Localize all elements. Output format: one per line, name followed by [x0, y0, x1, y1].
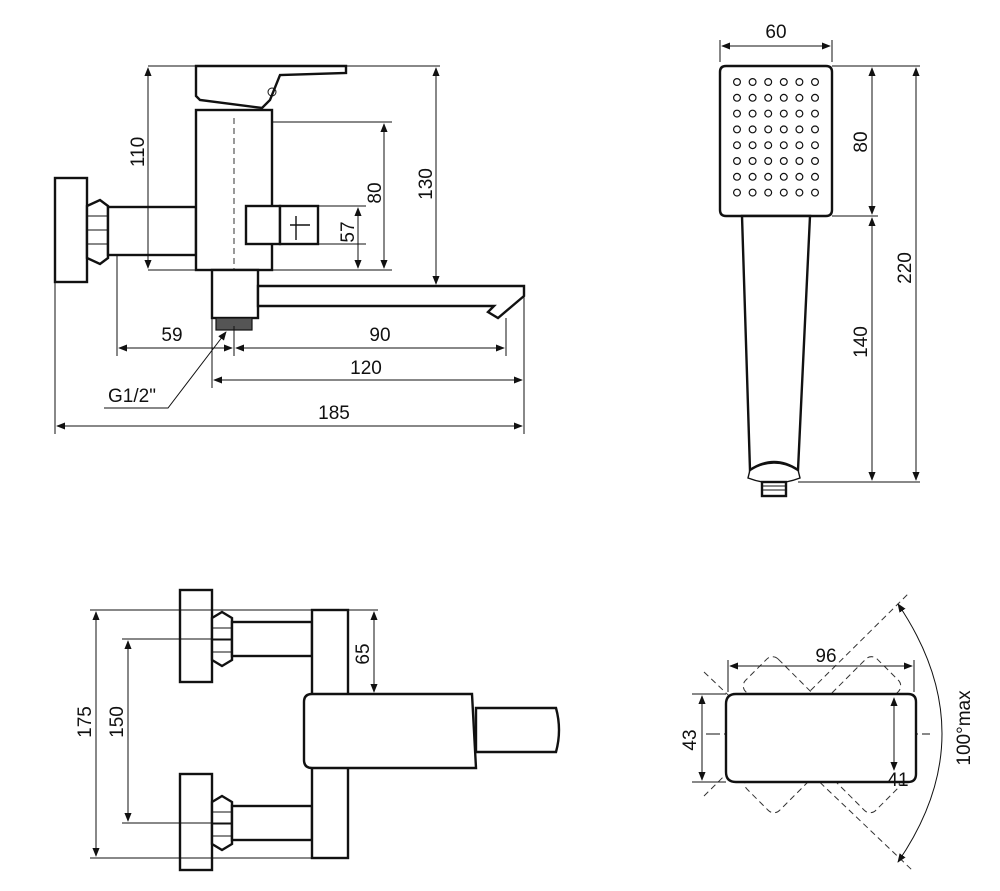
- dim-150: 150: [107, 706, 128, 738]
- nozzle: [795, 157, 804, 166]
- side-view: 110 80 57 130 59 90 120 185 G1/2": [53, 64, 526, 434]
- thread-label: G1/2": [108, 386, 156, 407]
- nozzle: [779, 125, 788, 134]
- top-spout: [474, 706, 561, 754]
- dim-120: 120: [350, 358, 382, 379]
- top-handle: [302, 692, 478, 770]
- connection-nut: [85, 198, 110, 266]
- dim-130: 130: [416, 168, 437, 200]
- nozzle: [732, 109, 741, 118]
- diverter-knob: [244, 204, 282, 246]
- nozzle: [732, 93, 741, 102]
- nozzle: [748, 125, 757, 134]
- dim-80-head: 80: [851, 131, 872, 152]
- dim-110: 110: [128, 137, 149, 167]
- nozzle: [779, 93, 788, 102]
- nozzle: [810, 77, 819, 86]
- nozzle: [764, 141, 773, 150]
- nozzle: [732, 77, 741, 86]
- eccentric-pipe: [106, 205, 198, 257]
- nozzle: [779, 157, 788, 166]
- nozzle: [764, 77, 773, 86]
- handle-rotation-view: 96 43 41 100°max: [680, 593, 975, 871]
- nozzle: [748, 188, 757, 197]
- dim-185: 185: [318, 403, 350, 424]
- nozzle: [764, 157, 773, 166]
- nozzle: [795, 141, 804, 150]
- nozzle: [810, 109, 819, 118]
- hand-shower-handle: [740, 214, 812, 473]
- nozzle: [748, 109, 757, 118]
- dim-59: 59: [161, 325, 182, 346]
- dim-175: 175: [75, 706, 96, 738]
- spout: [256, 284, 526, 320]
- hand-shower-view: 60 80 140 220: [718, 22, 920, 498]
- top-view: 175 150 65: [75, 588, 561, 872]
- dim-90: 90: [369, 325, 390, 346]
- nozzle: [810, 157, 819, 166]
- hand-shower-head: [718, 64, 834, 218]
- nozzle: [732, 125, 741, 134]
- upper-flange: [178, 588, 214, 684]
- nozzle: [810, 172, 819, 181]
- angle-label: 100°max: [954, 690, 975, 766]
- dim-80-body: 80: [365, 182, 386, 203]
- dim-43: 43: [680, 729, 701, 750]
- nozzle: [779, 188, 788, 197]
- dim-220: 220: [895, 252, 916, 284]
- nozzle: [795, 109, 804, 118]
- dim-57: 57: [338, 221, 359, 242]
- nozzle: [764, 109, 773, 118]
- nozzle: [748, 157, 757, 166]
- nozzle: [732, 172, 741, 181]
- nozzle: [748, 77, 757, 86]
- dim-65: 65: [353, 643, 374, 664]
- nozzle: [732, 157, 741, 166]
- nozzle: [748, 141, 757, 150]
- lever-handle: [194, 64, 348, 110]
- nozzle: [810, 93, 819, 102]
- nozzle: [732, 141, 741, 150]
- handle-plan: [724, 692, 918, 784]
- nozzle: [748, 172, 757, 181]
- nozzle: [764, 93, 773, 102]
- nozzle: [795, 93, 804, 102]
- nozzle: [764, 125, 773, 134]
- dim-140: 140: [851, 326, 872, 358]
- lower-flange: [178, 772, 214, 872]
- nozzle: [795, 172, 804, 181]
- nozzle: [748, 93, 757, 102]
- nozzle: [795, 77, 804, 86]
- nozzle: [779, 77, 788, 86]
- nozzle: [810, 125, 819, 134]
- dim-96: 96: [815, 646, 836, 667]
- nozzle: [779, 109, 788, 118]
- nozzle: [764, 172, 773, 181]
- nozzle: [779, 141, 788, 150]
- wall-flange: [53, 176, 89, 284]
- dim-60: 60: [765, 22, 786, 43]
- nozzle: [810, 141, 819, 150]
- nozzle: [810, 188, 819, 197]
- hose-connector: [760, 480, 788, 498]
- nozzle: [795, 125, 804, 134]
- nozzle: [732, 188, 741, 197]
- nozzle: [795, 188, 804, 197]
- nozzle: [764, 188, 773, 197]
- nozzle: [779, 172, 788, 181]
- nozzle-grid: [732, 77, 819, 197]
- spout-holder: [210, 268, 260, 320]
- dim-41: 41: [887, 770, 908, 791]
